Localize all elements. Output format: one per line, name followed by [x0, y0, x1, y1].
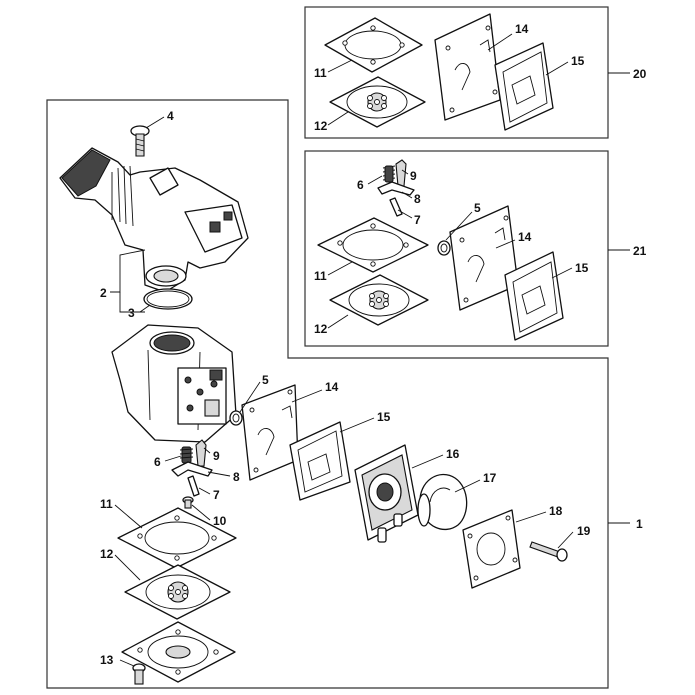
label-16: 16	[446, 447, 460, 461]
kit-21-label-5: 5	[474, 201, 481, 215]
kit-21-label-6: 6	[357, 178, 364, 192]
kit-21-lever-8	[377, 181, 415, 196]
leader-lines	[110, 33, 630, 667]
kit-21-label-7: 7	[414, 213, 421, 227]
primer-bulb-17	[417, 473, 468, 530]
kit-21-pin-7	[389, 197, 403, 217]
screen-5	[229, 410, 243, 426]
label-4: 4	[167, 109, 174, 123]
label-8: 8	[233, 470, 240, 484]
kit-20-frame	[304, 6, 609, 139]
kit-20-label-14: 14	[515, 22, 529, 36]
gasket-14	[241, 384, 299, 481]
label-5: 5	[262, 373, 269, 387]
label-2: 2	[100, 286, 107, 300]
main-assembly-frame	[46, 99, 609, 689]
label-9: 9	[213, 449, 220, 463]
kit-20-diaphragm-12	[329, 76, 426, 128]
kit-21-label-14: 14	[518, 230, 532, 244]
retainer-plate-18	[462, 509, 521, 589]
label-10: 10	[213, 514, 227, 528]
kit-21-label-11: 11	[314, 269, 327, 283]
kit-label-20: 20	[633, 67, 647, 81]
intake-adapter-2	[59, 147, 249, 293]
label-6: 6	[154, 455, 161, 469]
label-15: 15	[377, 410, 391, 424]
label-3: 3	[128, 306, 135, 320]
kit-21-diaphragm-12	[329, 274, 429, 326]
label-7: 7	[213, 488, 220, 502]
kit-21-gasket-15	[504, 251, 564, 341]
inlet-needle-9	[195, 439, 207, 467]
gasket-15	[289, 421, 351, 501]
kit-20-label-15: 15	[571, 54, 585, 68]
kit-21-needle-9	[395, 159, 407, 187]
spring-6	[179, 446, 194, 464]
screw-13	[132, 663, 146, 685]
screw-10	[182, 496, 194, 509]
o-ring-3	[143, 288, 193, 310]
kit-21-label-8: 8	[414, 192, 421, 206]
metering-cover	[121, 621, 236, 683]
kit-20-gasket-14	[434, 13, 501, 121]
label-14: 14	[325, 380, 339, 394]
carburetor-body-1	[111, 324, 237, 443]
label-17: 17	[483, 471, 497, 485]
label-1: 1	[636, 517, 643, 531]
screw-19	[529, 541, 568, 562]
kit-21-spring-6	[382, 165, 396, 183]
label-13: 13	[100, 653, 114, 667]
kit-21-screen-5	[437, 240, 451, 256]
kit-label-21: 21	[633, 244, 647, 258]
kit-20-label-11: 11	[314, 66, 327, 80]
kit-21-gasket-11	[317, 217, 429, 273]
kit-21-label-15: 15	[575, 261, 589, 275]
kit-20-label-12: 12	[314, 119, 328, 133]
metering-diaphragm-12	[124, 564, 231, 620]
kit-21-gasket-14	[449, 205, 519, 311]
label-11: 11	[100, 497, 113, 511]
gasket-11	[117, 507, 237, 569]
label-18: 18	[549, 504, 563, 518]
screw-4	[130, 125, 150, 157]
metering-lever-8	[171, 461, 213, 477]
kit-20-gasket-15	[494, 42, 554, 131]
kit-21-label-12: 12	[314, 322, 328, 336]
kit-21-label-9: 9	[410, 169, 417, 183]
kit-21-frame	[304, 150, 609, 347]
pin-7	[187, 475, 200, 497]
label-12: 12	[100, 547, 114, 561]
label-19: 19	[577, 524, 591, 538]
pump-housing-16	[354, 444, 419, 543]
kit-20-gasket-11	[324, 17, 423, 73]
